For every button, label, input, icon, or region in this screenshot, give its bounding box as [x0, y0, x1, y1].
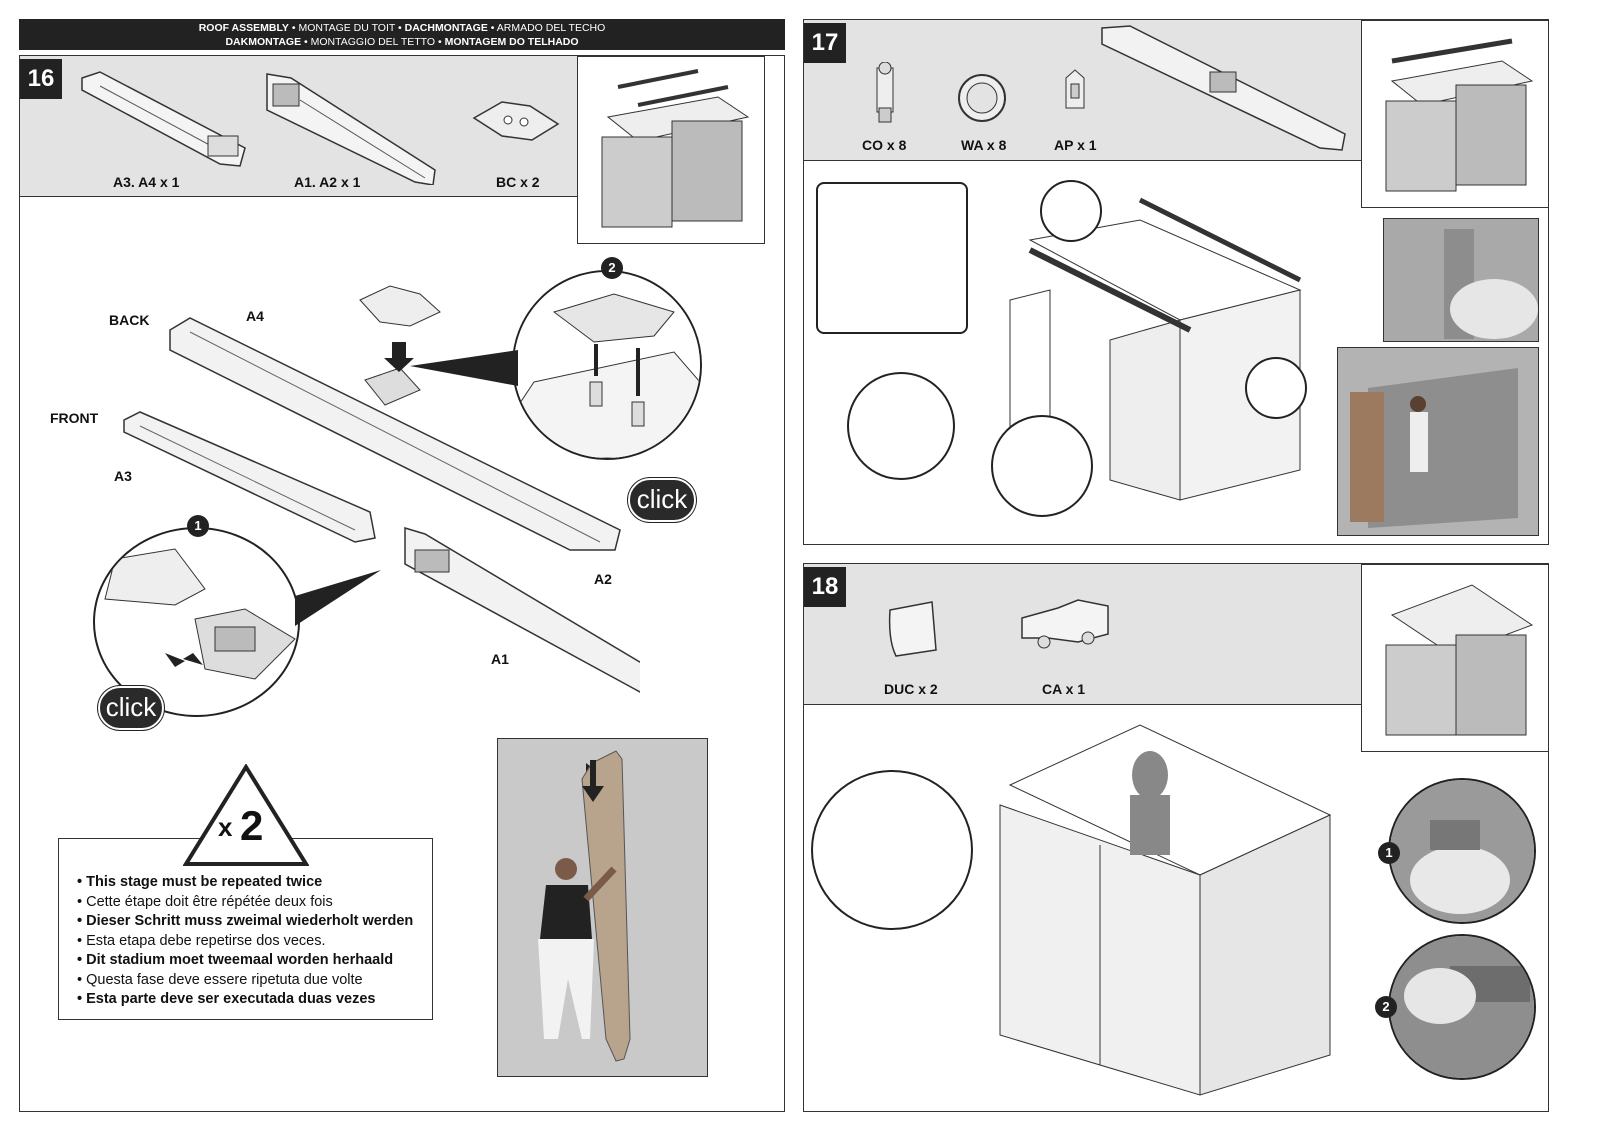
part-label-a3-a4: A3. A4 x 1: [113, 174, 180, 190]
step-16-number: 16: [20, 59, 62, 99]
step-17-truss-drawing: [1101, 25, 1346, 151]
step-18-badge-1: 1: [1378, 842, 1400, 864]
repeat-x: x: [218, 812, 233, 842]
part-ap-drawing: [1065, 69, 1085, 109]
step-18-detail-photo-2: [1388, 934, 1536, 1080]
detail-2-circle: [512, 270, 702, 460]
step-17-photo-hand-inserting: [1383, 218, 1539, 342]
step-17-detail-bottom-left: [847, 372, 955, 480]
detail-1-circle: [93, 527, 300, 717]
header-title-fr: • MONTAGE DU TOIT •: [288, 22, 405, 34]
step-17-detail-top-left: [816, 182, 968, 334]
part-ca-drawing: [1021, 599, 1109, 649]
part-label-ap: AP x 1: [1054, 137, 1097, 153]
note-nl: • Dit stadium moet tweemaal worden herha…: [77, 952, 394, 968]
label-front: FRONT: [50, 410, 99, 426]
step-17-detail-fastener-right: [1245, 357, 1307, 419]
note-en: • This stage must be repeated twice: [77, 874, 323, 890]
part-label-ca: CA x 1: [1042, 681, 1086, 697]
detail-2-pointer: [410, 350, 518, 386]
detail-2-badge: 2: [601, 257, 623, 279]
note-de: • Dieser Schritt muss zweimal wiederholt…: [77, 913, 414, 929]
step-17-number: 17: [804, 23, 846, 63]
part-label-wa: WA x 8: [961, 137, 1007, 153]
photo-16-arrow: [582, 760, 604, 802]
header-title-de: DACHMONTAGE: [404, 22, 488, 34]
step-17-shed-thumbnail: [1361, 20, 1549, 208]
step-18-detail-photo-1: [1388, 778, 1536, 924]
step-16-shed-thumbnail: [577, 56, 765, 244]
header-line-2: DAKMONTAGE • MONTAGGIO DEL TETTO • MONTA…: [19, 35, 785, 49]
part-co-drawing: [876, 62, 894, 123]
repeat-count: 2: [240, 802, 264, 849]
note-fr: • Cette étape doit être répétée deux foi…: [77, 893, 333, 910]
repeat-notes-box: • This stage must be repeated twice • Ce…: [58, 838, 433, 1020]
note-es: • Esta etapa debe repetirse dos veces.: [77, 932, 326, 949]
header-title-it: • MONTAGGIO DEL TETTO •: [301, 36, 445, 48]
label-a3: A3: [114, 468, 132, 484]
step-18-badge-2: 2: [1375, 996, 1397, 1018]
part-label-a1-a2: A1. A2 x 1: [294, 174, 361, 190]
label-back: BACK: [109, 312, 150, 328]
part-a1-a2-drawing: [266, 73, 436, 185]
step-17-detail-fastener-top: [1040, 180, 1102, 242]
part-a3-a4-drawing: [81, 71, 246, 167]
step-18-detail-left: [811, 770, 973, 930]
note-it: • Questa fase deve essere ripetuta due v…: [77, 971, 363, 988]
step-18-shed-thumbnail: [1361, 564, 1549, 752]
part-label-duc: DUC x 2: [884, 681, 938, 697]
repeat-warning-triangle: [183, 764, 309, 866]
page-header: ROOF ASSEMBLY • MONTAGE DU TOIT • DACHMO…: [19, 19, 785, 50]
part-bc-drawing: [472, 101, 560, 141]
click-indicator-1: click: [98, 686, 164, 730]
detail-1-badge: 1: [187, 515, 209, 537]
note-pt: • Esta parte deve ser executada duas vez…: [77, 991, 376, 1007]
step-18-shed-drawing: [999, 724, 1332, 1096]
detail-1-pointer: [295, 570, 381, 626]
header-title-en: ROOF ASSEMBLY: [198, 22, 289, 34]
header-title-es: • ARMADO DEL TECHO: [487, 22, 606, 34]
header-line-1: ROOF ASSEMBLY • MONTAGE DU TOIT • DACHMO…: [19, 21, 785, 35]
part-duc-drawing: [888, 601, 937, 657]
part-label-bc: BC x 2: [496, 174, 540, 190]
step-17-detail-clip: [991, 415, 1093, 517]
header-title-pt: MONTAGEM DO TELHADO: [444, 36, 579, 48]
header-title-nl: DAKMONTAGE: [225, 36, 302, 48]
step-17-photo-person-inside-shed: [1337, 347, 1539, 536]
part-wa-drawing: [958, 74, 1006, 122]
step-16-photo-person-lifting-truss: [497, 738, 708, 1077]
label-a4: A4: [246, 308, 264, 324]
roof-truss-assembly-drawing: [123, 285, 640, 693]
label-a1: A1: [491, 651, 509, 667]
step-18-number: 18: [804, 567, 846, 607]
click-indicator-2: click: [628, 478, 696, 522]
label-a2: A2: [594, 571, 612, 587]
part-label-co: CO x 8: [862, 137, 907, 153]
